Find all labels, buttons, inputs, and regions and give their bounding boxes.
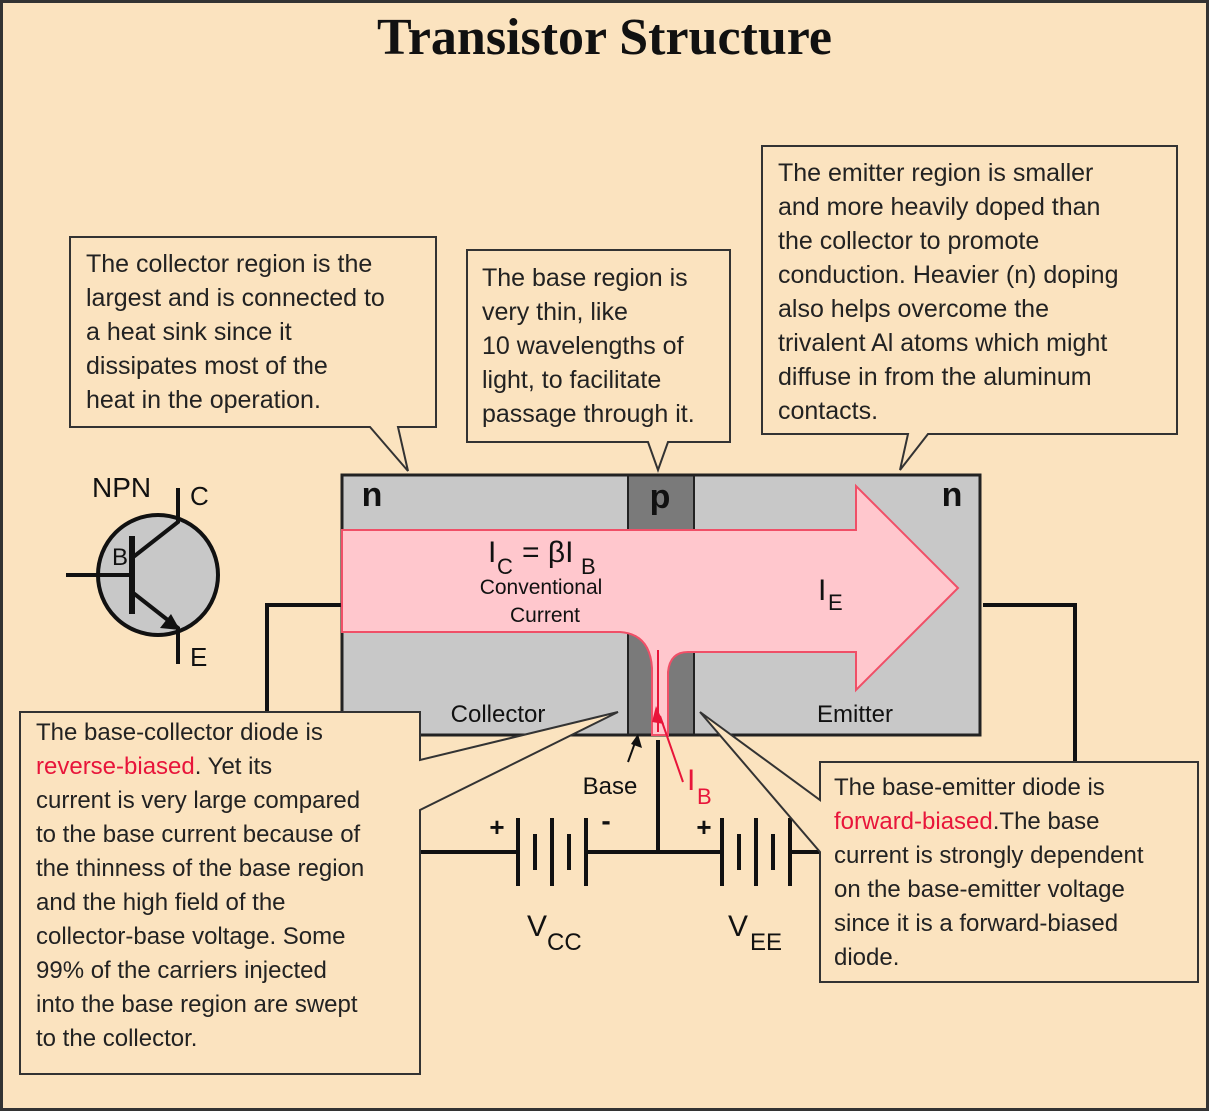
npn-b-label: B bbox=[112, 544, 128, 571]
be-callout-line: diode. bbox=[834, 944, 900, 971]
vcc-minus-label: - bbox=[601, 805, 610, 836]
ib-pointer-line bbox=[659, 715, 684, 783]
ib-subscript-in-equation: B bbox=[581, 554, 596, 579]
base-emitter-callout-text: The base-emitter diode is forward-biased… bbox=[834, 771, 1144, 975]
base-pointer-arrowhead bbox=[631, 734, 642, 748]
collector-wire bbox=[265, 603, 342, 712]
emitter-n-label: n bbox=[942, 476, 963, 514]
bc-callout-line: to the collector. bbox=[36, 1025, 198, 1052]
collector-callout-line: heat in the operation. bbox=[86, 386, 321, 414]
emitter-name-label: Emitter bbox=[817, 701, 893, 728]
ic-equation: = βI bbox=[522, 536, 573, 569]
base-name-label: Base bbox=[583, 773, 638, 800]
base-callout-line: very thin, like bbox=[482, 298, 628, 326]
vee-battery bbox=[720, 818, 792, 886]
be-callout-line: since it is a forward-biased bbox=[834, 910, 1119, 937]
bc-callout-line: The base-collector diode is bbox=[36, 719, 323, 746]
ib-subscript: B bbox=[697, 784, 712, 809]
conventional-label: Conventional bbox=[480, 576, 603, 599]
ib-symbol: I bbox=[687, 764, 695, 797]
npn-emitter-arrowhead bbox=[160, 614, 180, 630]
base-p-label: p bbox=[650, 478, 671, 516]
bc-callout-line: to the base current because of bbox=[36, 821, 361, 848]
collector-callout-line: a heat sink since it bbox=[86, 318, 292, 346]
be-callout-line: The base-emitter diode is bbox=[834, 774, 1105, 801]
bc-callout-line: collector-base voltage. Some bbox=[36, 923, 346, 950]
base-callout-line: 10 wavelengths of bbox=[482, 332, 684, 360]
emitter-callout-line: trivalent Al atoms which might bbox=[778, 329, 1108, 357]
emitter-callout-line: diffuse in from the aluminum bbox=[778, 363, 1092, 391]
collector-callout-text: The collector region is the largest and … bbox=[86, 247, 385, 417]
emitter-callout-text: The emitter region is smaller and more h… bbox=[778, 156, 1118, 428]
base-emitter-callout-box bbox=[699, 711, 1199, 983]
bc-callout-line: into the base region are swept bbox=[36, 991, 358, 1018]
base-collector-callout-text: The base-collector diode is reverse-bias… bbox=[36, 716, 364, 1056]
npn-transistor-symbol: NPN C B E bbox=[66, 472, 220, 672]
vee-subscript: EE bbox=[750, 929, 782, 956]
base-callout-line: The base region is bbox=[482, 264, 688, 292]
emitter-wire bbox=[983, 603, 1077, 762]
emitter-callout-box bbox=[761, 145, 1178, 471]
ib-pointer-arrowhead bbox=[652, 706, 664, 724]
base-callout-box bbox=[466, 249, 731, 473]
emitter-callout-line: and more heavily doped than bbox=[778, 193, 1101, 221]
base-collector-callout-box bbox=[19, 711, 619, 1075]
vee-plus-label: + bbox=[696, 812, 711, 842]
emitter-callout-line: also helps overcome the bbox=[778, 295, 1049, 323]
be-callout-line: on the base-emitter voltage bbox=[834, 876, 1125, 903]
emitter-callout-line: contacts. bbox=[778, 397, 879, 425]
vee-symbol: V bbox=[728, 910, 748, 943]
ie-subscript: E bbox=[828, 590, 843, 615]
collector-callout-box bbox=[69, 236, 437, 472]
collector-callout-line: largest and is connected to bbox=[86, 284, 385, 312]
emitter-callout-line: conduction. Heavier (n) doping bbox=[778, 261, 1119, 289]
emitter-callout-line: the collector to promote bbox=[778, 227, 1040, 255]
current-label: Current bbox=[510, 604, 580, 627]
npn-label: NPN bbox=[92, 472, 151, 503]
forward-biased-highlight: forward-biased bbox=[834, 808, 993, 835]
npn-e-label: E bbox=[190, 642, 207, 672]
base-callout-text: The base region is very thin, like 10 wa… bbox=[482, 261, 695, 431]
bc-callout-line: 99% of the carriers injected bbox=[36, 957, 327, 984]
base-callout-line: passage through it. bbox=[482, 400, 695, 428]
base-callout-line: light, to facilitate bbox=[482, 366, 662, 394]
vcc-battery bbox=[516, 818, 588, 886]
page-title: Transistor Structure bbox=[377, 9, 832, 66]
collector-name-label: Collector bbox=[451, 701, 546, 728]
npn-c-label: C bbox=[190, 481, 209, 511]
collector-callout-line: The collector region is the bbox=[86, 250, 373, 278]
collector-n-label: n bbox=[362, 476, 383, 514]
bc-callout-line: current is very large compared bbox=[36, 787, 361, 814]
collector-callout-line: dissipates most of the bbox=[86, 352, 328, 380]
bc-callout-rest: . Yet its bbox=[194, 753, 273, 780]
bc-callout-line: the thinness of the base region bbox=[36, 855, 365, 882]
bc-callout-line: and the high field of the bbox=[36, 889, 286, 916]
vcc-symbol: V bbox=[527, 910, 547, 943]
ie-symbol: I bbox=[818, 574, 826, 607]
ic-symbol: I bbox=[488, 536, 496, 569]
npn-collector-lead bbox=[130, 488, 180, 560]
circuit-wires bbox=[265, 603, 1077, 854]
vcc-subscript: CC bbox=[547, 929, 582, 956]
emitter-callout-line: The emitter region is smaller bbox=[778, 159, 1094, 187]
bc-callout-line: reverse-biased. Yet its bbox=[36, 750, 364, 784]
ic-subscript: C bbox=[497, 554, 513, 579]
vcc-plus-label: + bbox=[489, 812, 504, 842]
be-callout-line: current is strongly dependent bbox=[834, 842, 1144, 869]
reverse-biased-highlight: reverse-biased bbox=[36, 753, 195, 780]
be-callout-line: forward-biased.The base bbox=[834, 805, 1144, 839]
be-callout-rest: .The base bbox=[992, 808, 1100, 835]
conventional-current-arrow bbox=[341, 483, 960, 736]
callout-shapes bbox=[19, 145, 1199, 1075]
